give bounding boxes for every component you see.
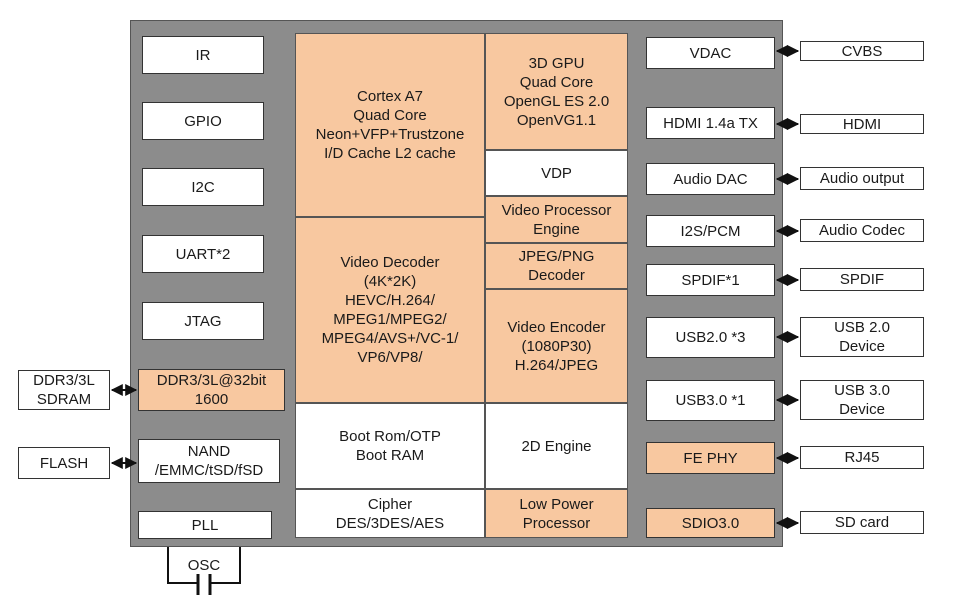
usb3-block: USB3.0 *1	[646, 380, 775, 421]
osc-label: OSC	[187, 556, 221, 574]
cvbs-device: CVBS	[800, 41, 924, 61]
hdmi-device: HDMI	[800, 114, 924, 134]
pll-block: PLL	[138, 511, 272, 539]
vdp-block: VDP	[485, 150, 628, 196]
spdif-block: SPDIF*1	[646, 264, 775, 296]
sdio-block: SDIO3.0	[646, 508, 775, 538]
audio-output-device: Audio output	[800, 167, 924, 190]
ddr-controller-block: DDR3/3L@32bit 1600	[138, 369, 285, 411]
video-processor-engine-block: Video Processor Engine	[485, 196, 628, 243]
fe-phy-block: FE PHY	[646, 442, 775, 474]
audio-codec-device: Audio Codec	[800, 219, 924, 242]
cortex-a7-block: Cortex A7 Quad Core Neon+VFP+Trustzone I…	[295, 33, 485, 217]
usb2-block: USB2.0 *3	[646, 317, 775, 358]
ir-block: IR	[142, 36, 264, 74]
audio-dac-block: Audio DAC	[646, 163, 775, 195]
hdmi-tx-block: HDMI 1.4a TX	[646, 107, 775, 139]
video-decoder-block: Video Decoder (4K*2K) HEVC/H.264/ MPEG1/…	[295, 217, 485, 403]
i2c-block: I2C	[142, 168, 264, 206]
jpeg-png-decoder-block: JPEG/PNG Decoder	[485, 243, 628, 289]
osc-wire	[167, 547, 241, 584]
flash-device: FLASH	[18, 447, 110, 479]
usb3-device: USB 3.0 Device	[800, 380, 924, 420]
boot-rom-block: Boot Rom/OTP Boot RAM	[295, 403, 485, 489]
spdif-device: SPDIF	[800, 268, 924, 291]
cipher-block: Cipher DES/3DES/AES	[295, 489, 485, 538]
video-encoder-block: Video Encoder (1080P30) H.264/JPEG	[485, 289, 628, 403]
rj45-device: RJ45	[800, 446, 924, 469]
vdac-block: VDAC	[646, 37, 775, 69]
usb2-device: USB 2.0 Device	[800, 317, 924, 357]
low-power-processor-block: Low Power Processor	[485, 489, 628, 538]
jtag-block: JTAG	[142, 302, 264, 340]
2d-engine-block: 2D Engine	[485, 403, 628, 489]
gpio-block: GPIO	[142, 102, 264, 140]
nand-block: NAND /EMMC/tSD/fSD	[138, 439, 280, 483]
i2s-pcm-block: I2S/PCM	[646, 215, 775, 247]
sd-card-device: SD card	[800, 511, 924, 534]
uart-block: UART*2	[142, 235, 264, 273]
gpu-block: 3D GPU Quad Core OpenGL ES 2.0 OpenVG1.1	[485, 33, 628, 150]
ddr-sdram-device: DDR3/3L SDRAM	[18, 370, 110, 410]
